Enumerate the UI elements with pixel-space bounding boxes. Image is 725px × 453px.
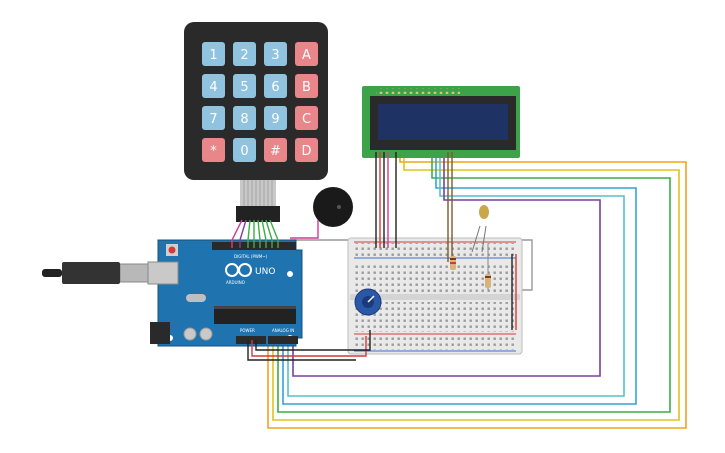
keypad-key[interactable]: D: [295, 138, 318, 162]
keypad-key-label: 6: [271, 80, 279, 95]
board-model-label: UNO: [255, 267, 275, 277]
keypad-key-label: 9: [271, 112, 279, 127]
keypad-key[interactable]: B: [295, 74, 318, 98]
keypad-key-label: #: [270, 144, 281, 159]
keypad-key[interactable]: 4: [202, 74, 225, 98]
keypad-key-label: D: [301, 144, 311, 159]
keypad-key[interactable]: 1: [202, 42, 225, 66]
led: [471, 205, 489, 253]
digital-header-label: DIGITAL (PWM~): [234, 254, 268, 259]
keypad-key[interactable]: C: [295, 106, 318, 130]
keypad-key[interactable]: 0: [233, 138, 256, 162]
keypad-key[interactable]: 6: [264, 74, 287, 98]
wire-bundle-right: [267, 152, 687, 429]
potentiometer: [354, 288, 382, 316]
keypad-key-label: 3: [271, 48, 279, 63]
power-header-label: POWER: [240, 328, 255, 333]
keypad-key[interactable]: *: [202, 138, 225, 162]
keypad-key-label: A: [302, 48, 311, 63]
resistor-2: [485, 244, 491, 290]
keypad-key-label: C: [302, 112, 311, 127]
keypad-key[interactable]: #: [264, 138, 287, 162]
analog-header-label: ANALOG IN: [272, 328, 294, 333]
lcd-wires: [375, 152, 453, 262]
keypad-wires: [231, 219, 279, 248]
keypad-keys: 1 2 3 A 4 5 6 B 7 8 9 C * 0 # D: [202, 42, 318, 162]
lcd-16x2: [362, 86, 520, 158]
keypad-key-label: B: [302, 80, 311, 95]
keypad-key-label: 0: [240, 144, 248, 159]
arduino-logo-icon: [225, 263, 252, 277]
power-wires: [247, 330, 371, 361]
keypad-key-label: 1: [209, 48, 217, 63]
keypad-key-label: 2: [240, 48, 248, 63]
arduino-uno-board: UNO ARDUINO DIGITAL (PWM~) POWER ANALOG …: [147, 239, 303, 347]
resistor-1: [450, 256, 456, 270]
keypad-key-label: 4: [209, 80, 217, 95]
keypad-key-label: *: [210, 144, 217, 159]
keypad-key[interactable]: 2: [233, 42, 256, 66]
usb-cable: [42, 262, 149, 284]
keypad-key[interactable]: 3: [264, 42, 287, 66]
keypad-key-label: 7: [209, 112, 217, 127]
piezo-buzzer: [313, 187, 353, 227]
keypad-key[interactable]: 5: [233, 74, 256, 98]
keypad-key[interactable]: A: [295, 42, 318, 66]
keypad-key[interactable]: 9: [264, 106, 287, 130]
keypad-key[interactable]: 7: [202, 106, 225, 130]
keypad-key-label: 5: [240, 80, 248, 95]
buzzer-wire: [290, 220, 319, 239]
keypad-key[interactable]: 8: [233, 106, 256, 130]
keypad-4x4: 1 2 3 A 4 5 6 B 7 8 9 C * 0 # D: [184, 22, 328, 222]
keypad-key-label: 8: [240, 112, 248, 127]
board-brand-label: ARDUINO: [226, 280, 245, 285]
